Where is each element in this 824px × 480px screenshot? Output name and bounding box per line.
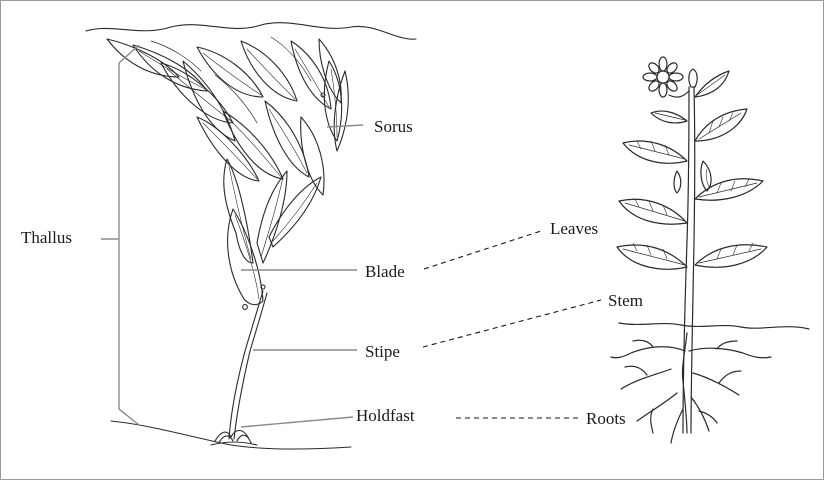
thallus-bracket [119, 45, 139, 425]
plant-leaves [617, 71, 767, 269]
plant-stem [683, 87, 689, 433]
flower-icon [643, 57, 689, 97]
label-holdfast: Holdfast [356, 407, 415, 424]
land-plant-illustration [611, 57, 809, 443]
leaves-dashed-link [424, 231, 541, 269]
label-roots: Roots [586, 410, 626, 427]
flower-bud [689, 69, 697, 87]
plant-fruit [674, 171, 681, 193]
kelp-blade-3 [257, 171, 287, 263]
kelp-surface-line [86, 23, 416, 39]
soil-line [619, 323, 809, 329]
label-leaves: Leaves [550, 220, 598, 237]
label-blade: Blade [365, 263, 405, 280]
stem-dashed-link [423, 300, 601, 347]
holdfast-leader [241, 417, 353, 427]
label-sorus: Sorus [374, 118, 413, 135]
label-stipe: Stipe [365, 343, 400, 360]
kelp-blade-9 [241, 41, 297, 101]
kelp-blade-15 [301, 117, 324, 195]
kelp-seafloor-line [111, 421, 351, 449]
kelp-illustration [86, 23, 416, 449]
label-thallus: Thallus [21, 229, 72, 246]
label-stem: Stem [608, 292, 643, 309]
sorus-leader [327, 125, 363, 127]
kelp-stipe [229, 291, 263, 439]
kelp-bladder [243, 305, 248, 310]
